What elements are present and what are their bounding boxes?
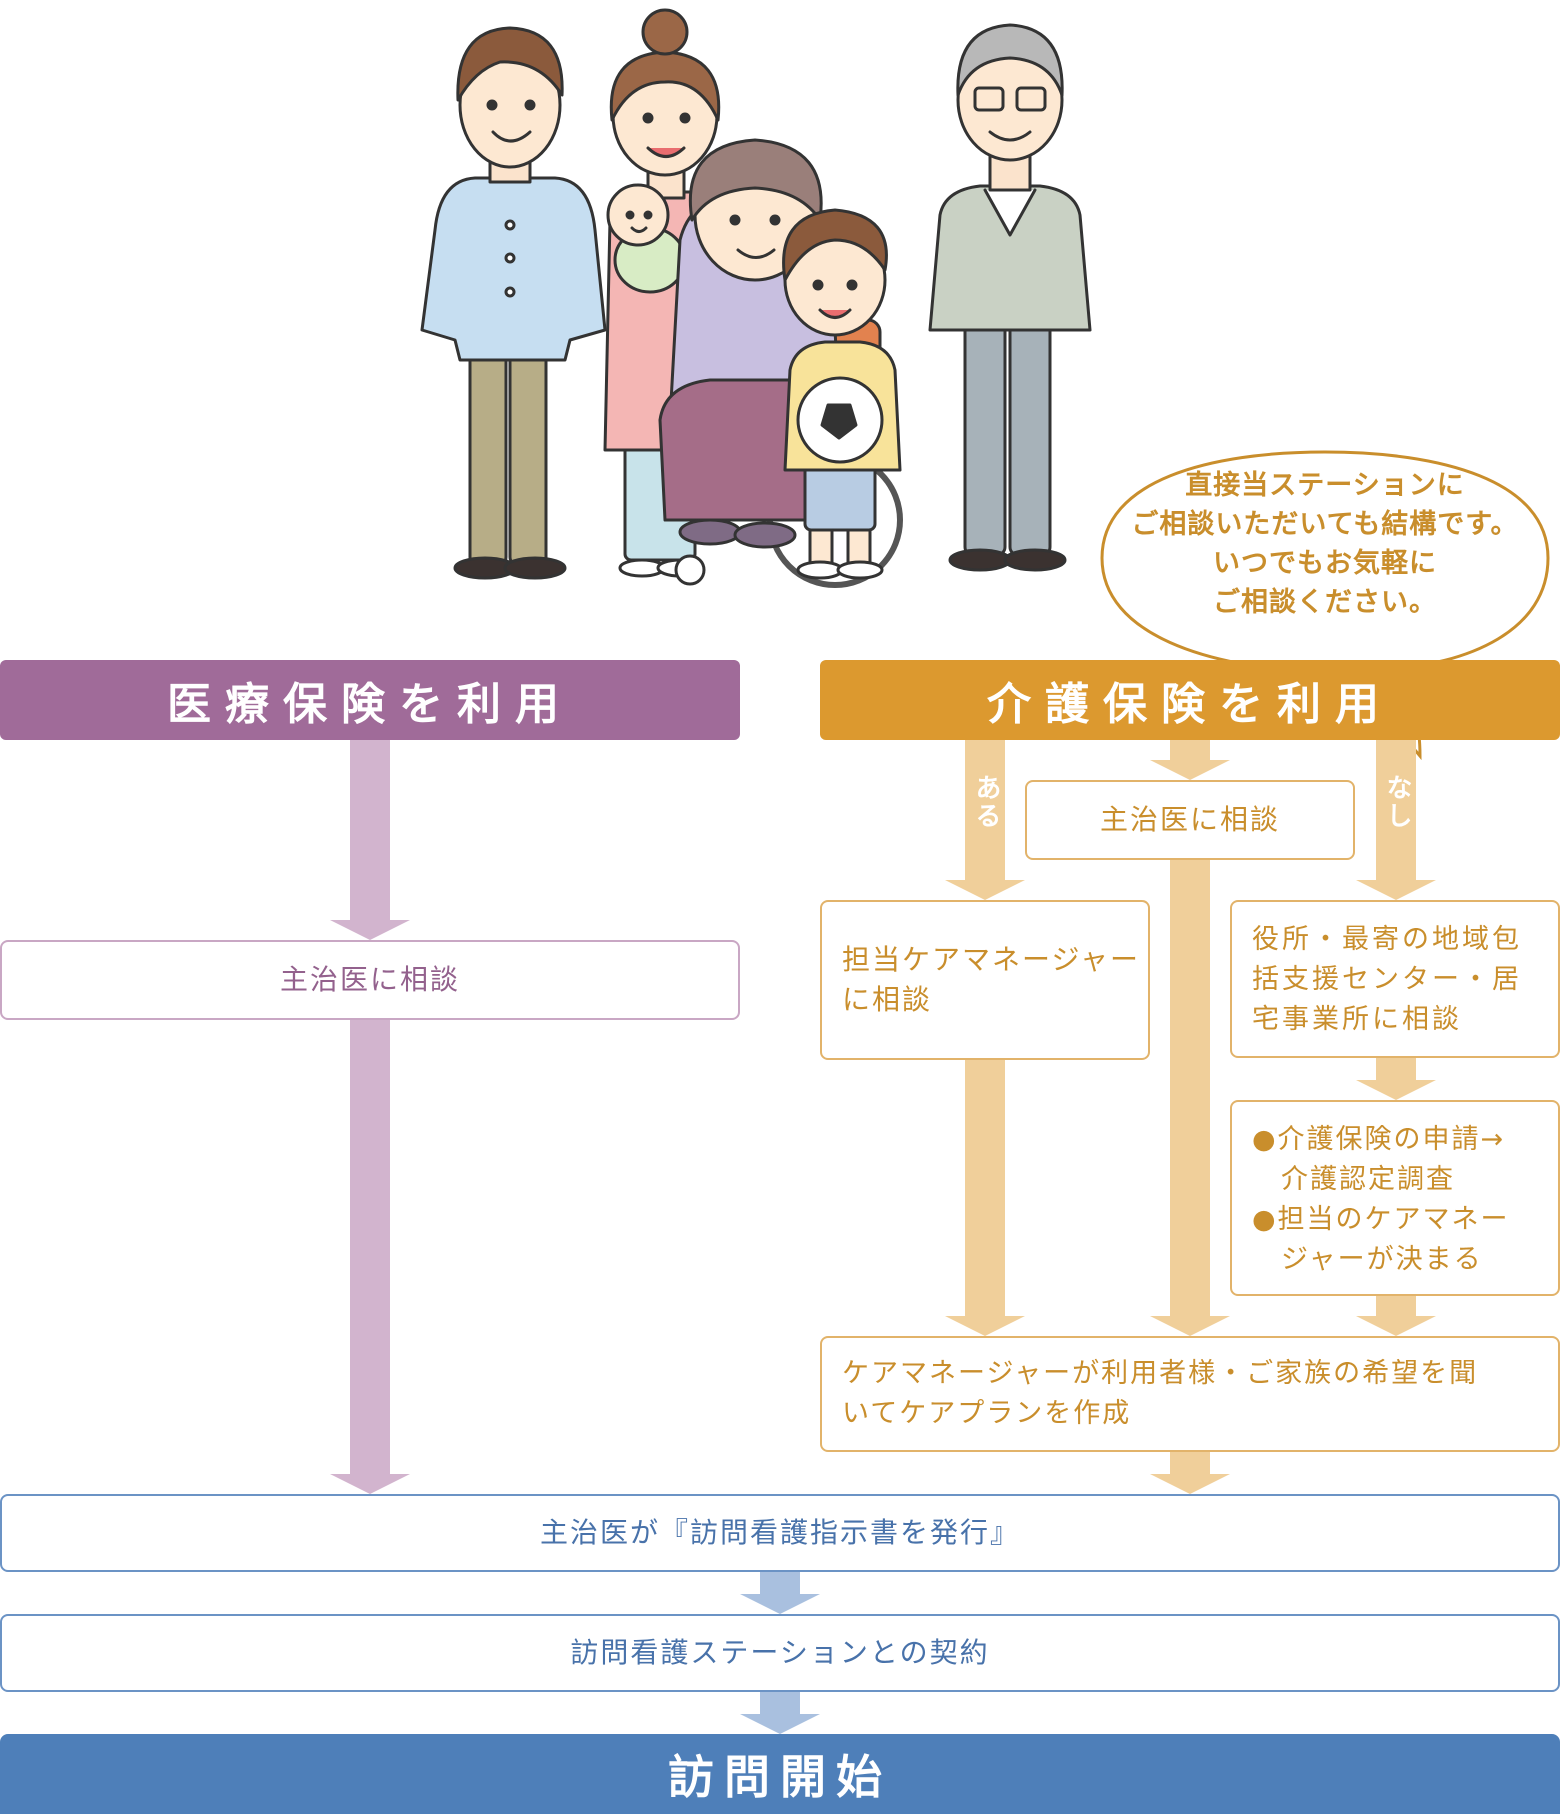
visit-start-text: 訪問開始 — [668, 1750, 892, 1804]
doctor-order-text: 主治医が『訪問看護指示書を発行』 — [539, 1516, 1020, 1549]
application-line-4: ジャーが決まる — [1252, 1244, 1483, 1275]
visit-start-banner: 訪問開始 — [0, 1734, 1560, 1814]
care-arrow-doctor-1 — [1150, 740, 1230, 780]
branch-label-yes: ある — [971, 774, 1001, 830]
care-application-box: ●介護保険の申請→ 介護認定調査 ●担当のケアマネー ジャーが決まる — [1230, 1100, 1560, 1296]
care-arrow-no-2 — [1356, 1058, 1436, 1100]
medical-arrow-2 — [330, 1020, 410, 1494]
care-arrow-no-3 — [1356, 1296, 1436, 1336]
care-arrow-no-1 — [1356, 740, 1436, 900]
medical-consult-doctor-text: 主治医に相談 — [279, 963, 460, 996]
care-plan-box: ケアマネージャーが利用者様・ご家族の希望を聞 いてケアプランを作成 — [820, 1336, 1560, 1452]
care-arrow-yes-1 — [945, 740, 1025, 900]
care-plan-line-1: ケアマネージャーが利用者様・ご家族の希望を聞 — [842, 1358, 1479, 1389]
public-office-consult-box: 役所・最寄の地域包 括支援センター・居 宅事業所に相談 — [1230, 900, 1560, 1058]
care-consult-doctor-text: 主治医に相談 — [1099, 803, 1280, 836]
father-figure — [420, 26, 607, 580]
bubble-line-3: いつでもお気軽に — [1213, 548, 1437, 579]
medical-insurance-header-text: 医療保険を利用 — [167, 679, 573, 730]
application-line-3: ●担当のケアマネー — [1252, 1204, 1510, 1235]
station-contract-text: 訪問看護ステーションとの契約 — [570, 1636, 990, 1669]
care-insurance-header-text: 介護保険を利用 — [987, 679, 1393, 730]
public-office-line-1: 役所・最寄の地域包 — [1252, 924, 1522, 955]
family-with-wheelchair-illustration — [420, 8, 1092, 588]
care-consult-doctor-box: 主治医に相談 — [1025, 780, 1355, 860]
care-insurance-header: 介護保険を利用 — [820, 660, 1560, 740]
grandfather-figure — [928, 23, 1092, 572]
care-manager-line-1: 担当ケアマネージャー — [842, 943, 1141, 976]
bubble-line-4: ご相談ください。 — [1213, 587, 1437, 618]
application-line-1: ●介護保険の申請→ — [1252, 1124, 1506, 1155]
medical-arrow-1 — [330, 740, 410, 940]
doctor-order-box: 主治医が『訪問看護指示書を発行』 — [0, 1494, 1560, 1572]
care-arrow-yes-2 — [945, 1060, 1025, 1336]
care-manager-line-2: に相談 — [842, 983, 933, 1016]
public-office-line-3: 宅事業所に相談 — [1252, 1004, 1462, 1035]
bubble-line-2: ご相談いただいても結構です。 — [1131, 509, 1519, 540]
common-arrow-2 — [740, 1692, 820, 1734]
public-office-line-2: 括支援センター・居 — [1252, 964, 1522, 995]
care-manager-consult-box: 担当ケアマネージャー に相談 — [820, 900, 1150, 1060]
medical-insurance-header: 医療保険を利用 — [0, 660, 740, 740]
bubble-message: 直接当ステーションに ご相談いただいても結構です。 いつでもお気軽に ご相談くだ… — [1110, 466, 1540, 622]
care-arrow-doctor-2 — [1150, 860, 1230, 1336]
common-arrow-1 — [740, 1572, 820, 1614]
care-plan-arrow — [1150, 1452, 1230, 1494]
station-contract-box: 訪問看護ステーションとの契約 — [0, 1614, 1560, 1692]
bubble-line-1: 直接当ステーションに — [1185, 470, 1465, 501]
care-plan-line-2: いてケアプランを作成 — [842, 1398, 1132, 1429]
boy-figure — [782, 208, 902, 580]
application-line-2: 介護認定調査 — [1252, 1164, 1455, 1195]
branch-label-no: なし — [1382, 774, 1412, 830]
medical-consult-doctor-box: 主治医に相談 — [0, 940, 740, 1020]
